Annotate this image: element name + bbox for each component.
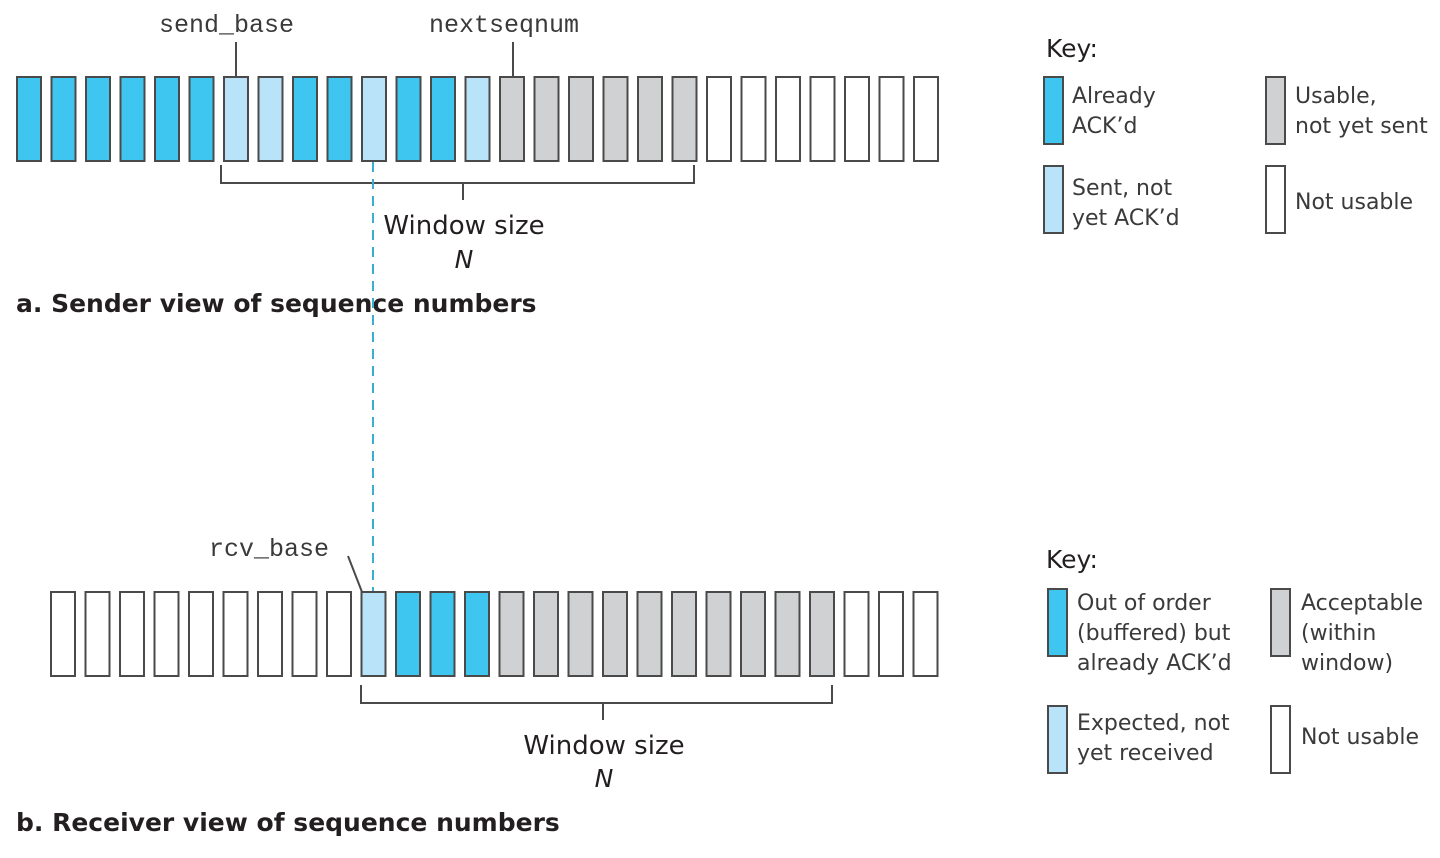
- sender-seq-cell-notusable: [706, 76, 732, 162]
- receiver-seq-cell-outoforder: [395, 591, 421, 677]
- key-label-usable: Usable,not yet sent: [1295, 84, 1428, 139]
- sender-seq-cell-notusable: [809, 76, 836, 162]
- sender-seq-cell-sent: [361, 76, 387, 162]
- key-swatch-expected: [1047, 705, 1068, 774]
- receiver-seq-cell-notusable: [326, 591, 352, 677]
- receiver-seq-cell-acceptable: [740, 591, 766, 677]
- sender-seq-cell-acked: [292, 76, 318, 162]
- sender-seq-cell-usable: [533, 76, 560, 162]
- receiver-seq-cell-notusable: [84, 591, 111, 677]
- receiver-seq-cell-notusable: [119, 591, 145, 677]
- sender-seq-cell-acked: [430, 76, 456, 162]
- key-swatch-sent: [1043, 165, 1064, 234]
- sender-seq-cell-acked: [119, 76, 146, 162]
- receiver-seq-cell-acceptable: [602, 591, 628, 677]
- receiver-seq-cell-acceptable: [533, 591, 559, 677]
- receiver-seq-cell-notusable: [222, 591, 249, 677]
- send-base-label: send_base: [159, 11, 294, 40]
- key-swatch-usable: [1265, 76, 1286, 145]
- sender-seq-cell-notusable: [775, 76, 801, 162]
- sender-seq-cell-sent: [223, 76, 249, 162]
- sender-seq-cell-sent: [257, 76, 284, 162]
- receiver-seq-cell-acceptable: [636, 591, 663, 677]
- sender-seq-cell-acked: [50, 76, 77, 162]
- receiver-seq-cell-acceptable: [705, 591, 732, 677]
- sender-seq-cell-acked: [395, 76, 422, 162]
- receiver-seq-cell-outoforder: [464, 591, 490, 677]
- key-swatch-not-usable-receiver: [1270, 705, 1291, 774]
- receiver-window-n: N: [595, 764, 614, 793]
- sender-view: send_base nextseqnum Window size N a. Se…: [16, 11, 939, 318]
- sender-seq-cell-acked: [85, 76, 111, 162]
- receiver-seq-cell-outoforder: [429, 591, 456, 677]
- key-label-not-usable: Not usable: [1295, 190, 1413, 215]
- receiver-seq-cell-notusable: [50, 591, 76, 677]
- sender-seq-cell-usable: [637, 76, 663, 162]
- nextseqnum-label: nextseqnum: [429, 11, 579, 40]
- key-swatch-acceptable: [1270, 588, 1291, 657]
- receiver-seq-cell-notusable: [153, 591, 180, 677]
- sender-seq-cell-usable: [671, 76, 698, 162]
- sender-seq-cell-sent: [464, 76, 491, 162]
- sender-seq-cell-usable: [568, 76, 594, 162]
- key-label-not-usable-receiver: Not usable: [1301, 725, 1419, 750]
- receiver-seq-cell-notusable: [291, 591, 318, 677]
- rcv-base-pointer: [347, 555, 363, 593]
- receiver-sequence-cells: [50, 591, 939, 677]
- receiver-seq-cell-notusable: [257, 591, 283, 677]
- sender-seq-cell-usable: [499, 76, 525, 162]
- sender-caption: a. Sender view of sequence numbers: [16, 289, 537, 318]
- receiver-window-label: Window size: [523, 731, 684, 761]
- sender-seq-cell-notusable: [913, 76, 939, 162]
- receiver-seq-cell-acceptable: [671, 591, 697, 677]
- sender-seq-cell-notusable: [878, 76, 905, 162]
- key-swatch-not-usable: [1265, 165, 1286, 234]
- receiver-seq-cell-acceptable: [498, 591, 525, 677]
- receiver-seq-cell-acceptable: [567, 591, 594, 677]
- rcv-base-label: rcv_base: [209, 535, 329, 564]
- sender-seq-cell-notusable: [740, 76, 767, 162]
- sender-seq-cell-acked: [188, 76, 215, 162]
- receiver-seq-cell-notusable: [843, 591, 870, 677]
- receiver-window-bracket: [360, 685, 833, 720]
- sender-window-label: Window size: [383, 211, 544, 241]
- key-swatch-already-acked: [1043, 76, 1064, 145]
- key-swatch-out-of-order: [1047, 588, 1068, 657]
- sender-key-title: Key:: [1046, 34, 1098, 63]
- sender-seq-cell-acked: [326, 76, 353, 162]
- sender-seq-cell-acked: [16, 76, 42, 162]
- receiver-key-title: Key:: [1046, 545, 1098, 574]
- sender-sequence-cells: [16, 76, 939, 162]
- sender-window-bracket: [220, 165, 695, 200]
- sender-seq-cell-usable: [602, 76, 629, 162]
- receiver-caption: b. Receiver view of sequence numbers: [16, 808, 560, 837]
- receiver-seq-cell-expected: [360, 591, 387, 677]
- receiver-view: rcv_base Window size N b. Receiver view …: [16, 535, 939, 837]
- receiver-seq-cell-acceptable: [774, 591, 801, 677]
- sender-window-n: N: [455, 245, 474, 274]
- receiver-seq-cell-acceptable: [809, 591, 835, 677]
- receiver-seq-cell-notusable: [912, 591, 939, 677]
- receiver-seq-cell-notusable: [878, 591, 904, 677]
- sender-seq-cell-acked: [154, 76, 180, 162]
- sender-seq-cell-notusable: [844, 76, 870, 162]
- receiver-seq-cell-notusable: [188, 591, 214, 677]
